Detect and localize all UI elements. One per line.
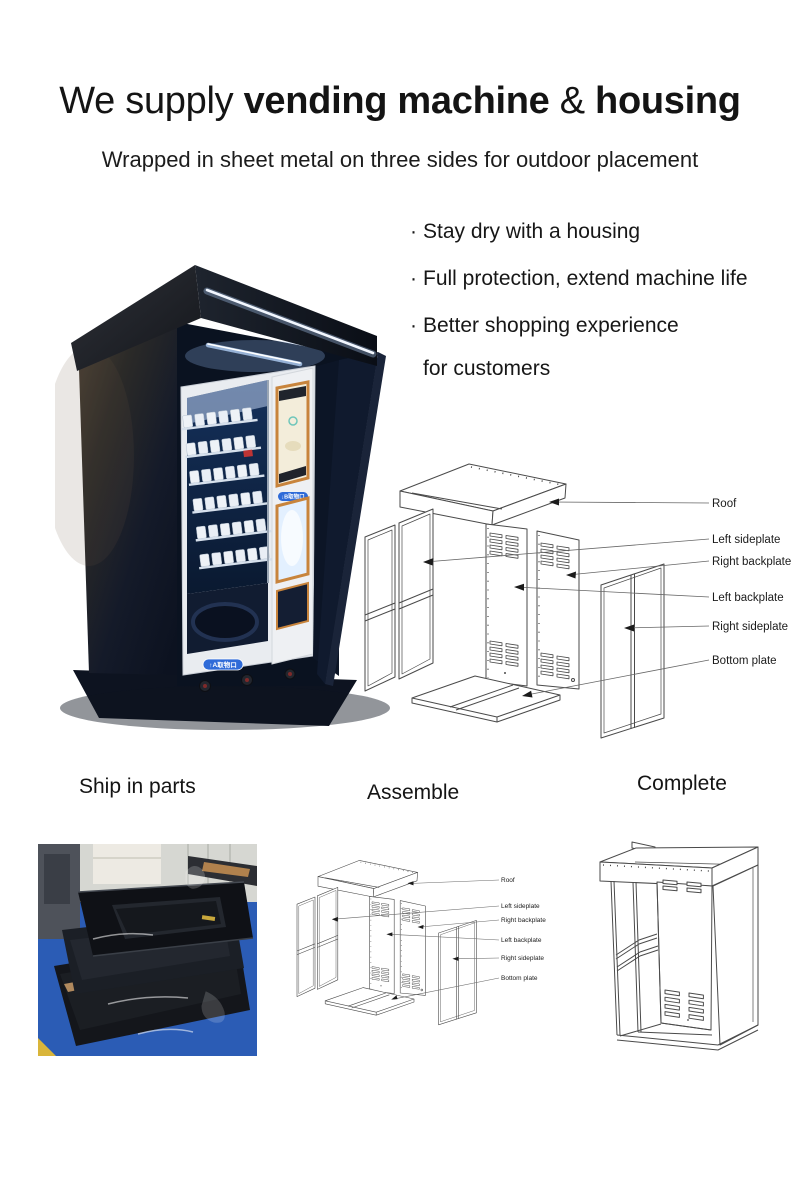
- ship-in-parts-photo: [38, 844, 257, 1056]
- benefit-text-line2: for customers: [423, 357, 551, 380]
- title-bold-housing: housing: [595, 80, 741, 122]
- page-subtitle: Wrapped in sheet metal on three sides fo…: [101, 147, 699, 172]
- label-bottom-plate: Bottom plate: [712, 655, 777, 667]
- screen-logo: [288, 416, 298, 426]
- label-roof: Roof: [501, 877, 515, 884]
- leader-lines: [333, 879, 500, 1000]
- step-title-assemble: Assemble: [367, 781, 460, 804]
- label-bottom-plate: Bottom plate: [501, 975, 538, 982]
- label-roof: Roof: [712, 498, 737, 510]
- bullet-dot: ·: [410, 267, 417, 290]
- label-right-sideplate: Right sideplate: [501, 955, 544, 962]
- bullet-dot: ·: [410, 220, 417, 243]
- page-title: We supply vending machine & housing: [0, 80, 800, 123]
- vending-machine: ↑A取物口 ↓B取物口: [180, 365, 316, 692]
- benefit-text: Stay dry with a housing: [423, 220, 641, 243]
- caster-wheels: [199, 668, 296, 692]
- housing-exploded-diagram: Roof Left sideplate Right backplate Left…: [355, 445, 791, 745]
- label-left-sideplate: Left sideplate: [501, 903, 540, 910]
- assemble-diagram-labels: Roof Left sideplate Right backplate Left…: [501, 877, 546, 982]
- housing-right-panel: [313, 352, 386, 686]
- benefit-list: · Stay dry with a housing · Full protectio…: [410, 218, 748, 402]
- label-right-backplate: Right backplate: [712, 556, 791, 568]
- complete-housing-drawing: [599, 841, 759, 1051]
- base: [616, 1022, 759, 1051]
- touch-screen: [275, 380, 310, 488]
- step-title-ship: Ship in parts: [79, 775, 196, 798]
- leader-arrows: [423, 498, 634, 698]
- product-shelves: [180, 406, 276, 570]
- open-front-frame: [610, 880, 662, 1036]
- title-bold-vending-machine: vending machine: [243, 80, 550, 122]
- housing-left-panel: [55, 322, 177, 675]
- label-left-backplate: Left backplate: [501, 937, 542, 944]
- pickup-flap: [191, 602, 259, 642]
- title-ampersand: &: [549, 80, 596, 122]
- exploded-diagram-labels: Roof Left sideplate Right backplate Left…: [712, 498, 791, 667]
- sheet-metal-stack: [54, 881, 254, 1046]
- red-price-tag: [243, 449, 253, 458]
- benefit-text: Full protection, extend machine life: [423, 267, 748, 290]
- label-left-sideplate: Left sideplate: [712, 534, 780, 546]
- label-left-backplate: Left backplate: [712, 592, 784, 604]
- svg-text:↓B取物口: ↓B取物口: [281, 493, 304, 501]
- benefit-item-2: · Full protection, extend machine life: [410, 265, 748, 293]
- benefit-text: Better shopping experience: [423, 314, 679, 337]
- benefit-item-1: · Stay dry with a housing: [410, 218, 748, 246]
- label-right-sideplate: Right sideplate: [712, 621, 788, 633]
- housing-roof: [71, 265, 377, 371]
- leader-lines: [424, 501, 710, 696]
- plastic-wrap: [92, 866, 225, 1035]
- bullet-dot: ·: [410, 314, 417, 337]
- title-regular-1: We supply: [59, 80, 244, 122]
- leader-arrows: [331, 881, 459, 1000]
- top-vents: [662, 879, 678, 892]
- roof-led-strip: [203, 287, 377, 358]
- vending-machine-housing-photo: ↑A取物口 ↓B取物口: [55, 265, 390, 730]
- assemble-diagram: Roof Left sideplate Right backplate Left…: [283, 845, 546, 1045]
- ceiling-led-light: [185, 340, 325, 372]
- step-title-complete: Complete: [637, 772, 727, 795]
- label-right-backplate: Right backplate: [501, 917, 546, 924]
- machine-right-column: ↓B取物口: [271, 367, 314, 665]
- glass-door: [180, 380, 276, 594]
- yellow-tape: [201, 915, 216, 921]
- back-panel: [656, 879, 713, 1031]
- lower-dark-panel: [276, 581, 309, 631]
- pickup-door-panel: [187, 583, 268, 654]
- lower-lit-window: [275, 496, 310, 584]
- right-side-panel: [712, 864, 759, 1046]
- pickup-a-label: ↑A取物口: [202, 658, 244, 671]
- yellow-floor-marking: [38, 1038, 56, 1056]
- svg-text:↑A取物口: ↑A取物口: [209, 660, 236, 669]
- benefit-item-3: · Better shopping experience for customer…: [410, 312, 748, 383]
